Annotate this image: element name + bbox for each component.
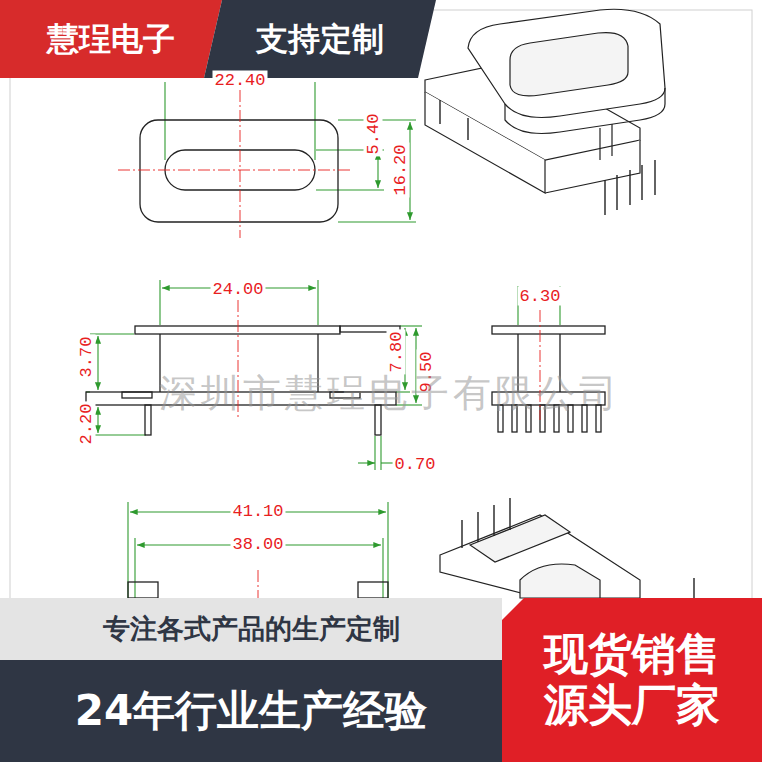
dimension-text: 5.40 bbox=[364, 112, 383, 157]
dimension-text: 41.10 bbox=[230, 502, 285, 521]
dimension-text: 16.20 bbox=[391, 142, 410, 197]
banner-fill bbox=[0, 0, 222, 78]
banner-fill bbox=[502, 598, 762, 762]
banner-fill bbox=[0, 660, 502, 762]
dimension-text: 7.80 bbox=[387, 330, 406, 375]
dimension-text: 38.00 bbox=[230, 535, 285, 554]
stock-badge: 现货销售源头厂家 bbox=[502, 598, 762, 762]
dimension-text: 0.70 bbox=[393, 455, 438, 474]
dimension-text: 6.30 bbox=[518, 287, 563, 306]
brand-banner: 慧珵电子 bbox=[0, 0, 222, 78]
banner-text: 现货销售 bbox=[544, 629, 720, 680]
dimension-text: 3.70 bbox=[77, 335, 96, 380]
banner-fill bbox=[0, 598, 502, 660]
experience-band: 24年行业生产经验 bbox=[0, 660, 502, 762]
watermark: 深圳市慧珵电子有限公司 bbox=[159, 374, 621, 412]
banner-text: 专注各式产品的生产定制 bbox=[103, 613, 400, 644]
dimension-text: 22.40 bbox=[212, 71, 267, 90]
banner-text: 24年行业生产经验 bbox=[75, 687, 427, 735]
dimension-text: 2.20 bbox=[77, 402, 96, 447]
banner-text: 源头厂家 bbox=[544, 680, 720, 731]
custom-banner: 支持定制 bbox=[204, 0, 436, 78]
banner-text: 支持定制 bbox=[256, 21, 384, 58]
banner-fill bbox=[204, 0, 436, 78]
dimension-text: 24.00 bbox=[210, 280, 265, 299]
slogan-band: 专注各式产品的生产定制 bbox=[0, 598, 502, 660]
banner-text: 慧珵电子 bbox=[47, 21, 175, 58]
